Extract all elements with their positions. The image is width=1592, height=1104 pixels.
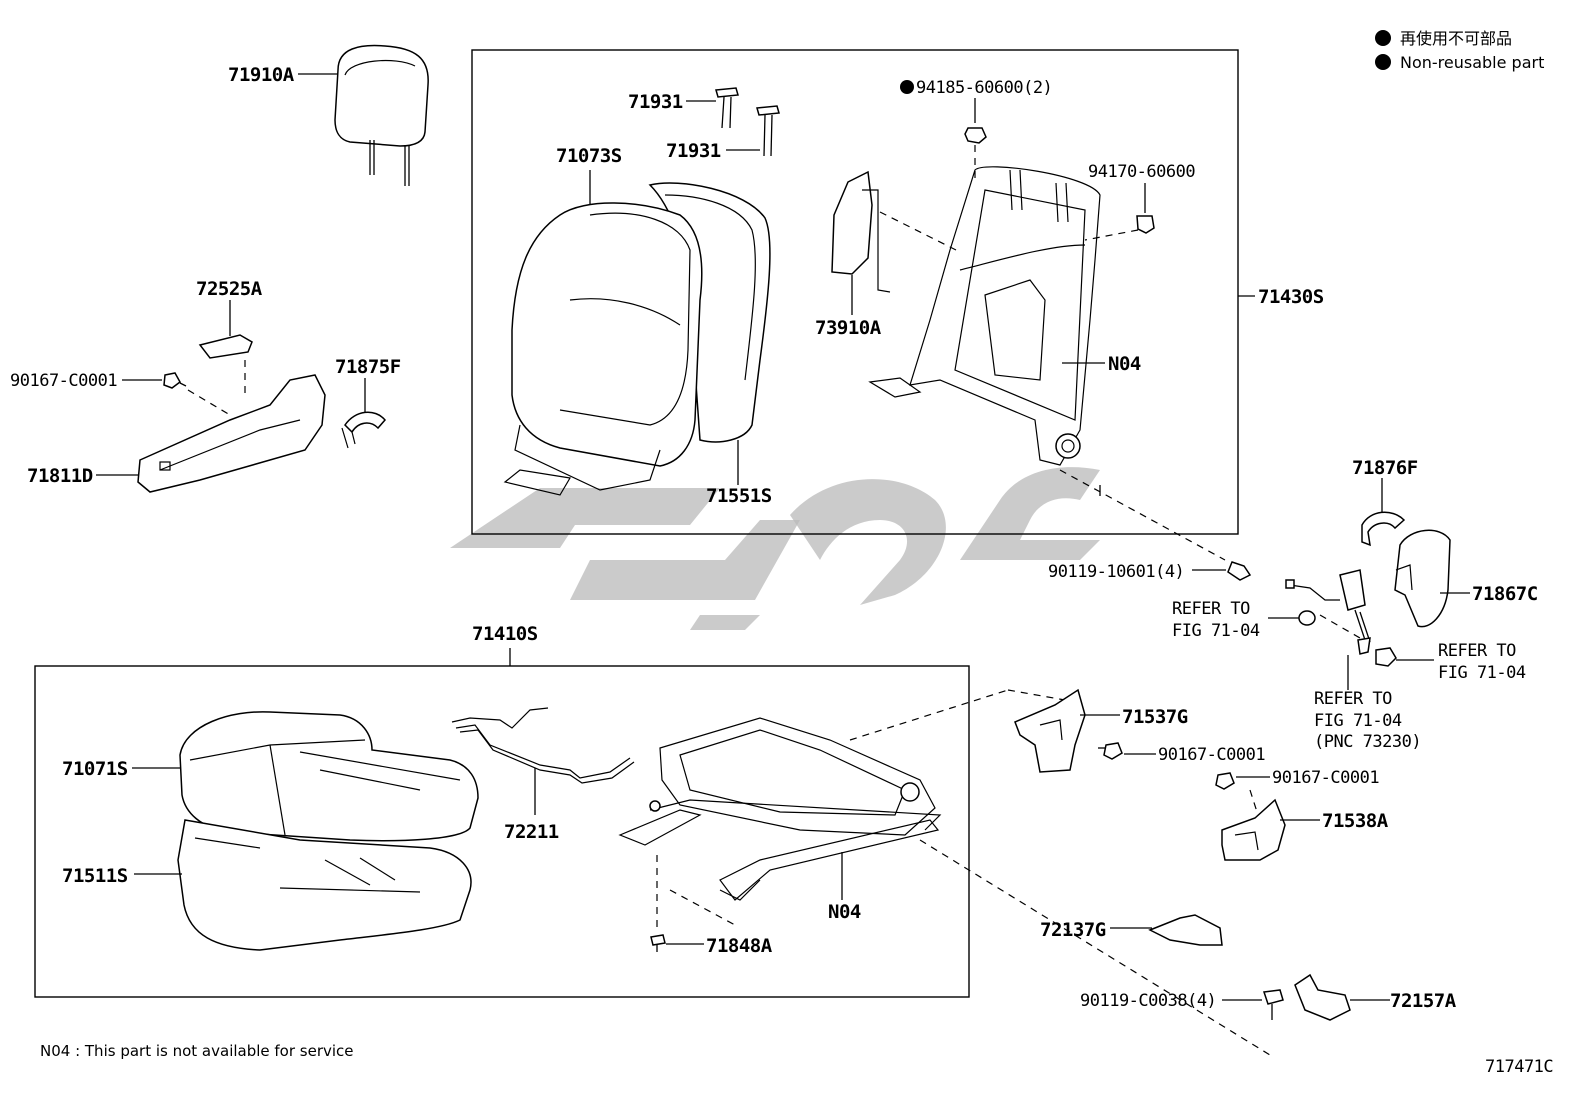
legend-label-jp: 再使用不可部品: [1400, 29, 1512, 48]
part-label-seatback-frame: N04: [1108, 353, 1141, 375]
seatback-frame-part: [868, 166, 1101, 466]
rail-cover-4-part: [1294, 973, 1351, 1021]
legend-label-en: Non-reusable part: [1400, 53, 1544, 72]
screw-part: [163, 372, 181, 389]
ref-label-left-2: FIG 71-04: [1172, 621, 1260, 641]
washer-part: [1298, 610, 1316, 626]
belt-cover-part: [1394, 529, 1451, 628]
part-label-seatback-cover: 71073S: [556, 145, 622, 167]
bolt-part: [650, 934, 666, 946]
non-reusable-dot-icon: [900, 80, 914, 94]
part-label-lifter-wire: 72211: [504, 821, 559, 843]
screw-part: [1103, 742, 1123, 760]
part-label-headrest-support-2: 71931: [666, 140, 721, 162]
ref-label-bottom-1: REFER TO: [1314, 689, 1392, 709]
part-label-bolt-back: 90119-10601(4): [1048, 562, 1184, 582]
screw-part: [1215, 772, 1235, 790]
rail-cover-2-part: [1221, 798, 1286, 861]
rail-cover-1-part: [1014, 688, 1086, 773]
watermark-logo: [450, 467, 1100, 630]
part-label-nut-2: 94170-60600: [1088, 162, 1195, 182]
nut-part: [964, 127, 987, 144]
non-reusable-dot-icon: [1375, 30, 1391, 46]
side-cover-part: [137, 374, 326, 493]
seatbelt-buckle-part: [1285, 569, 1371, 655]
cushion-group-box: [34, 665, 970, 998]
footnote: N04 : This part is not available for ser…: [40, 1042, 354, 1060]
part-label-belt-cover: 71867C: [1472, 583, 1538, 605]
part-label-headrest: 71910A: [228, 64, 295, 86]
group-label-seatback: 71430S: [1258, 286, 1324, 308]
lever-knob-part: [198, 334, 253, 359]
rail-cover-3-part: [1148, 914, 1223, 946]
lifter-wire-part: [451, 707, 635, 784]
part-label-screw-side: 90167-C0001: [10, 371, 117, 391]
part-label-lever-knob: 72525A: [196, 278, 263, 300]
ref-label-bottom-2: FIG 71-04: [1314, 711, 1402, 731]
part-label-screw-rail-2: 90167-C0001: [1272, 768, 1379, 788]
part-label-cushion-cover: 71071S: [62, 758, 128, 780]
part-label-cushion-pad: 71511S: [62, 865, 128, 887]
part-label-screw-rail-1: 90167-C0001: [1158, 745, 1265, 765]
headrest-part: [334, 44, 429, 186]
part-label-bolt-rail: 90119-C0038(4): [1080, 991, 1216, 1011]
part-label-rail-cover-2: 71538A: [1322, 810, 1389, 832]
non-reusable-dot-icon: [1375, 54, 1391, 70]
part-label-recliner-cover-outer: 71876F: [1352, 457, 1418, 479]
ref-label-bottom-3: (PNC 73230): [1314, 732, 1421, 752]
nut-part: [1136, 215, 1155, 234]
cushion-cover-part: [179, 711, 479, 842]
part-label-headrest-support-1: 71931: [628, 91, 683, 113]
ref-label-left-1: REFER TO: [1172, 599, 1250, 619]
group-label-cushion: 71410S: [472, 623, 538, 645]
ref-label-right-2: FIG 71-04: [1438, 663, 1526, 683]
headrest-support-part: [715, 87, 780, 157]
part-label-cushion-frame: N04: [828, 901, 861, 923]
part-label-rail-cover-1: 71537G: [1122, 706, 1188, 728]
figure-id: 717471C: [1485, 1057, 1553, 1077]
part-label-recliner-cover-inner: 71875F: [335, 356, 401, 378]
seatback-cover-part: [503, 182, 771, 496]
cushion-frame-part: [618, 717, 942, 901]
part-label-side-cover: 71811D: [27, 465, 93, 487]
cushion-pad-part: [177, 819, 472, 951]
side-airbag-bracket-part: [831, 170, 891, 293]
part-label-rail-cover-bolt: 71848A: [706, 935, 773, 957]
bolt-part: [1227, 561, 1252, 581]
part-label-seatback-pad: 71551S: [706, 485, 772, 507]
ref-label-right-1: REFER TO: [1438, 641, 1516, 661]
part-label-rail-cover-3: 72137G: [1040, 919, 1106, 941]
nut-part: [1375, 647, 1397, 667]
part-label-side-airbag-bracket: 73910A: [815, 317, 882, 339]
seatback-group-box: [471, 49, 1239, 535]
part-label-rail-cover-4: 72157A: [1390, 990, 1457, 1012]
legend: 再使用不可部品 Non-reusable part: [1375, 29, 1544, 72]
recliner-cover-inner-part: [344, 411, 386, 434]
recliner-cover-outer-part: [1361, 511, 1406, 547]
bolt-part: [1262, 989, 1284, 1005]
part-label-nut-non-reusable: 94185-60600(2): [916, 78, 1052, 98]
